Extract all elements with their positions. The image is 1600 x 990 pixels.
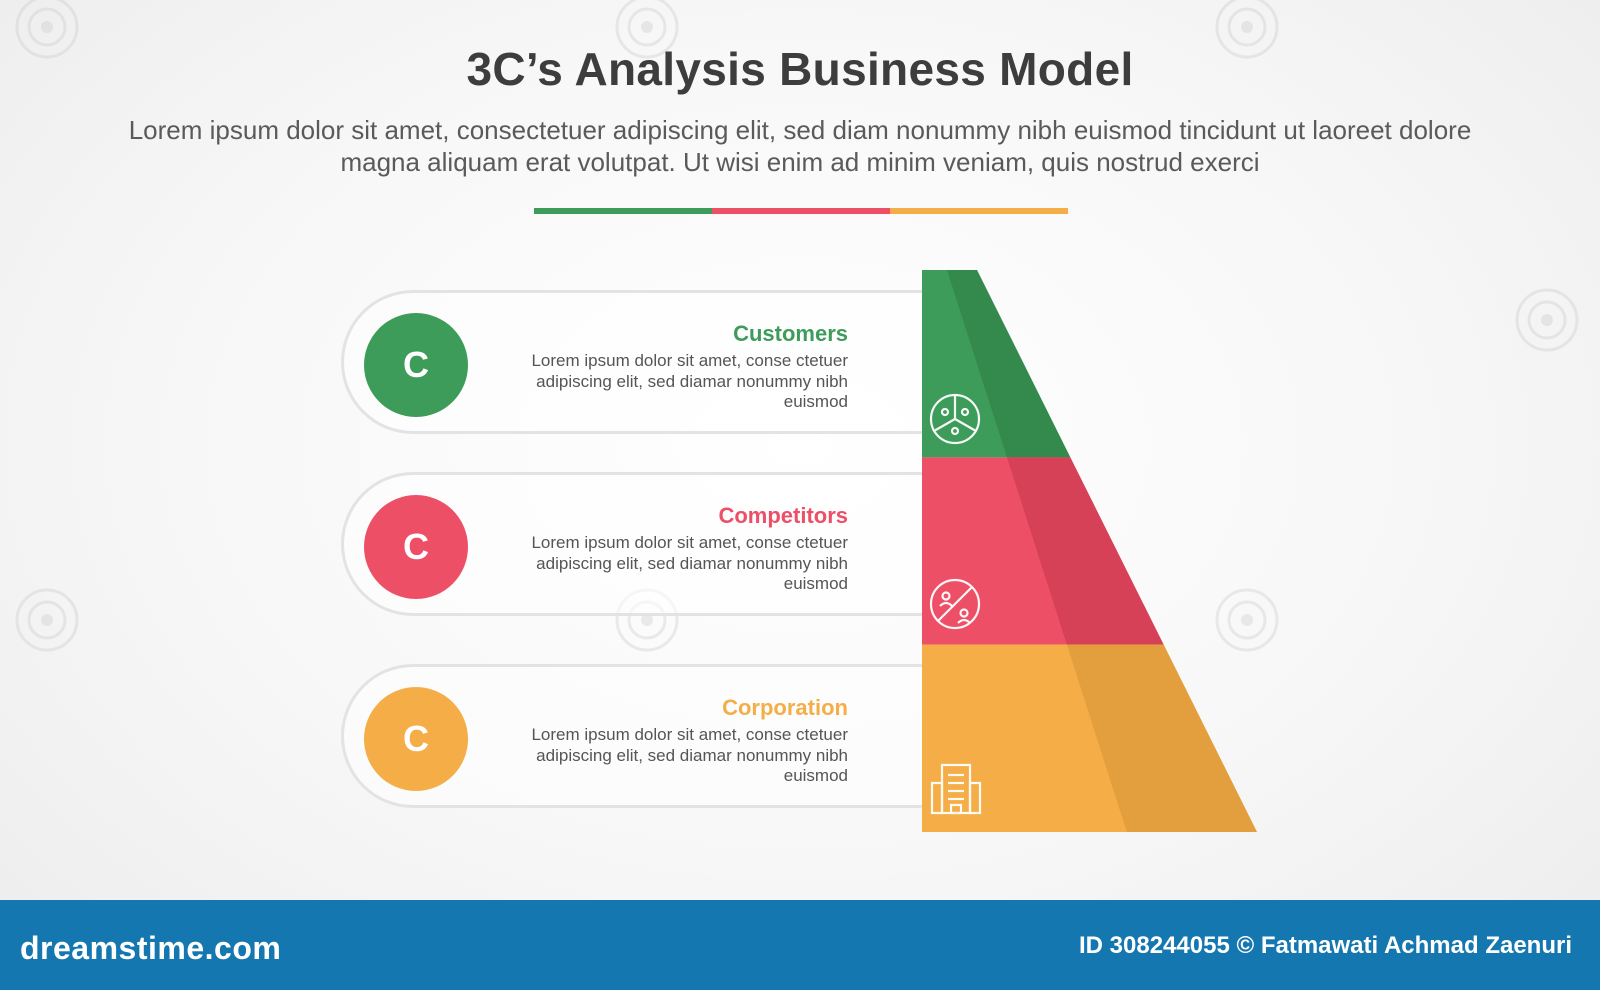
watermark-icon — [15, 588, 79, 652]
divider-segment-orange — [890, 208, 1068, 214]
card-corporation: C Corporation Lorem ipsum dolor sit amet… — [341, 664, 941, 808]
watermark-icon — [1515, 288, 1579, 352]
pyramid-shade-corporation — [1066, 644, 1257, 832]
pyramid-shade-competitors — [1006, 457, 1164, 645]
footer-bar: dreamstime.com ID 308244055 © Fatmawati … — [0, 900, 1600, 990]
divider-segment-green — [534, 208, 712, 214]
image-credit: ID 308244055 © Fatmawati Achmad Zaenuri — [1079, 932, 1572, 959]
competitors-icon — [929, 578, 981, 630]
card-title-corporation: Corporation — [722, 695, 848, 720]
card-title-customers: Customers — [733, 321, 848, 346]
card-description-corporation: Lorem ipsum dolor sit amet, conse ctetue… — [531, 725, 848, 785]
card-description-customers: Lorem ipsum dolor sit amet, conse ctetue… — [531, 351, 848, 411]
watermark-icon — [15, 0, 79, 59]
badge-customers: C — [364, 313, 468, 417]
brand-logo-text: dreamstime.com — [20, 930, 282, 966]
card-customers: C Customers Lorem ipsum dolor sit amet, … — [341, 290, 941, 434]
watermark-icon — [615, 0, 679, 59]
watermark-icon — [1215, 588, 1279, 652]
badge-corporation: C — [364, 687, 468, 791]
watermark-icon — [1215, 0, 1279, 59]
building-icon — [930, 763, 982, 815]
card-description-competitors: Lorem ipsum dolor sit amet, conse ctetue… — [531, 533, 848, 593]
customer-group-icon — [929, 393, 981, 445]
pyramid-shade-customers — [947, 270, 1071, 458]
card-competitors: C Competitors Lorem ipsum dolor sit amet… — [341, 472, 941, 616]
page-subtitle: Lorem ipsum dolor sit amet, consectetuer… — [128, 115, 1472, 177]
badge-competitors: C — [364, 495, 468, 599]
page-title: 3C’s Analysis Business Model — [466, 43, 1134, 95]
card-title-competitors: Competitors — [718, 503, 848, 528]
title-divider — [534, 208, 1068, 214]
divider-segment-red — [712, 208, 890, 214]
